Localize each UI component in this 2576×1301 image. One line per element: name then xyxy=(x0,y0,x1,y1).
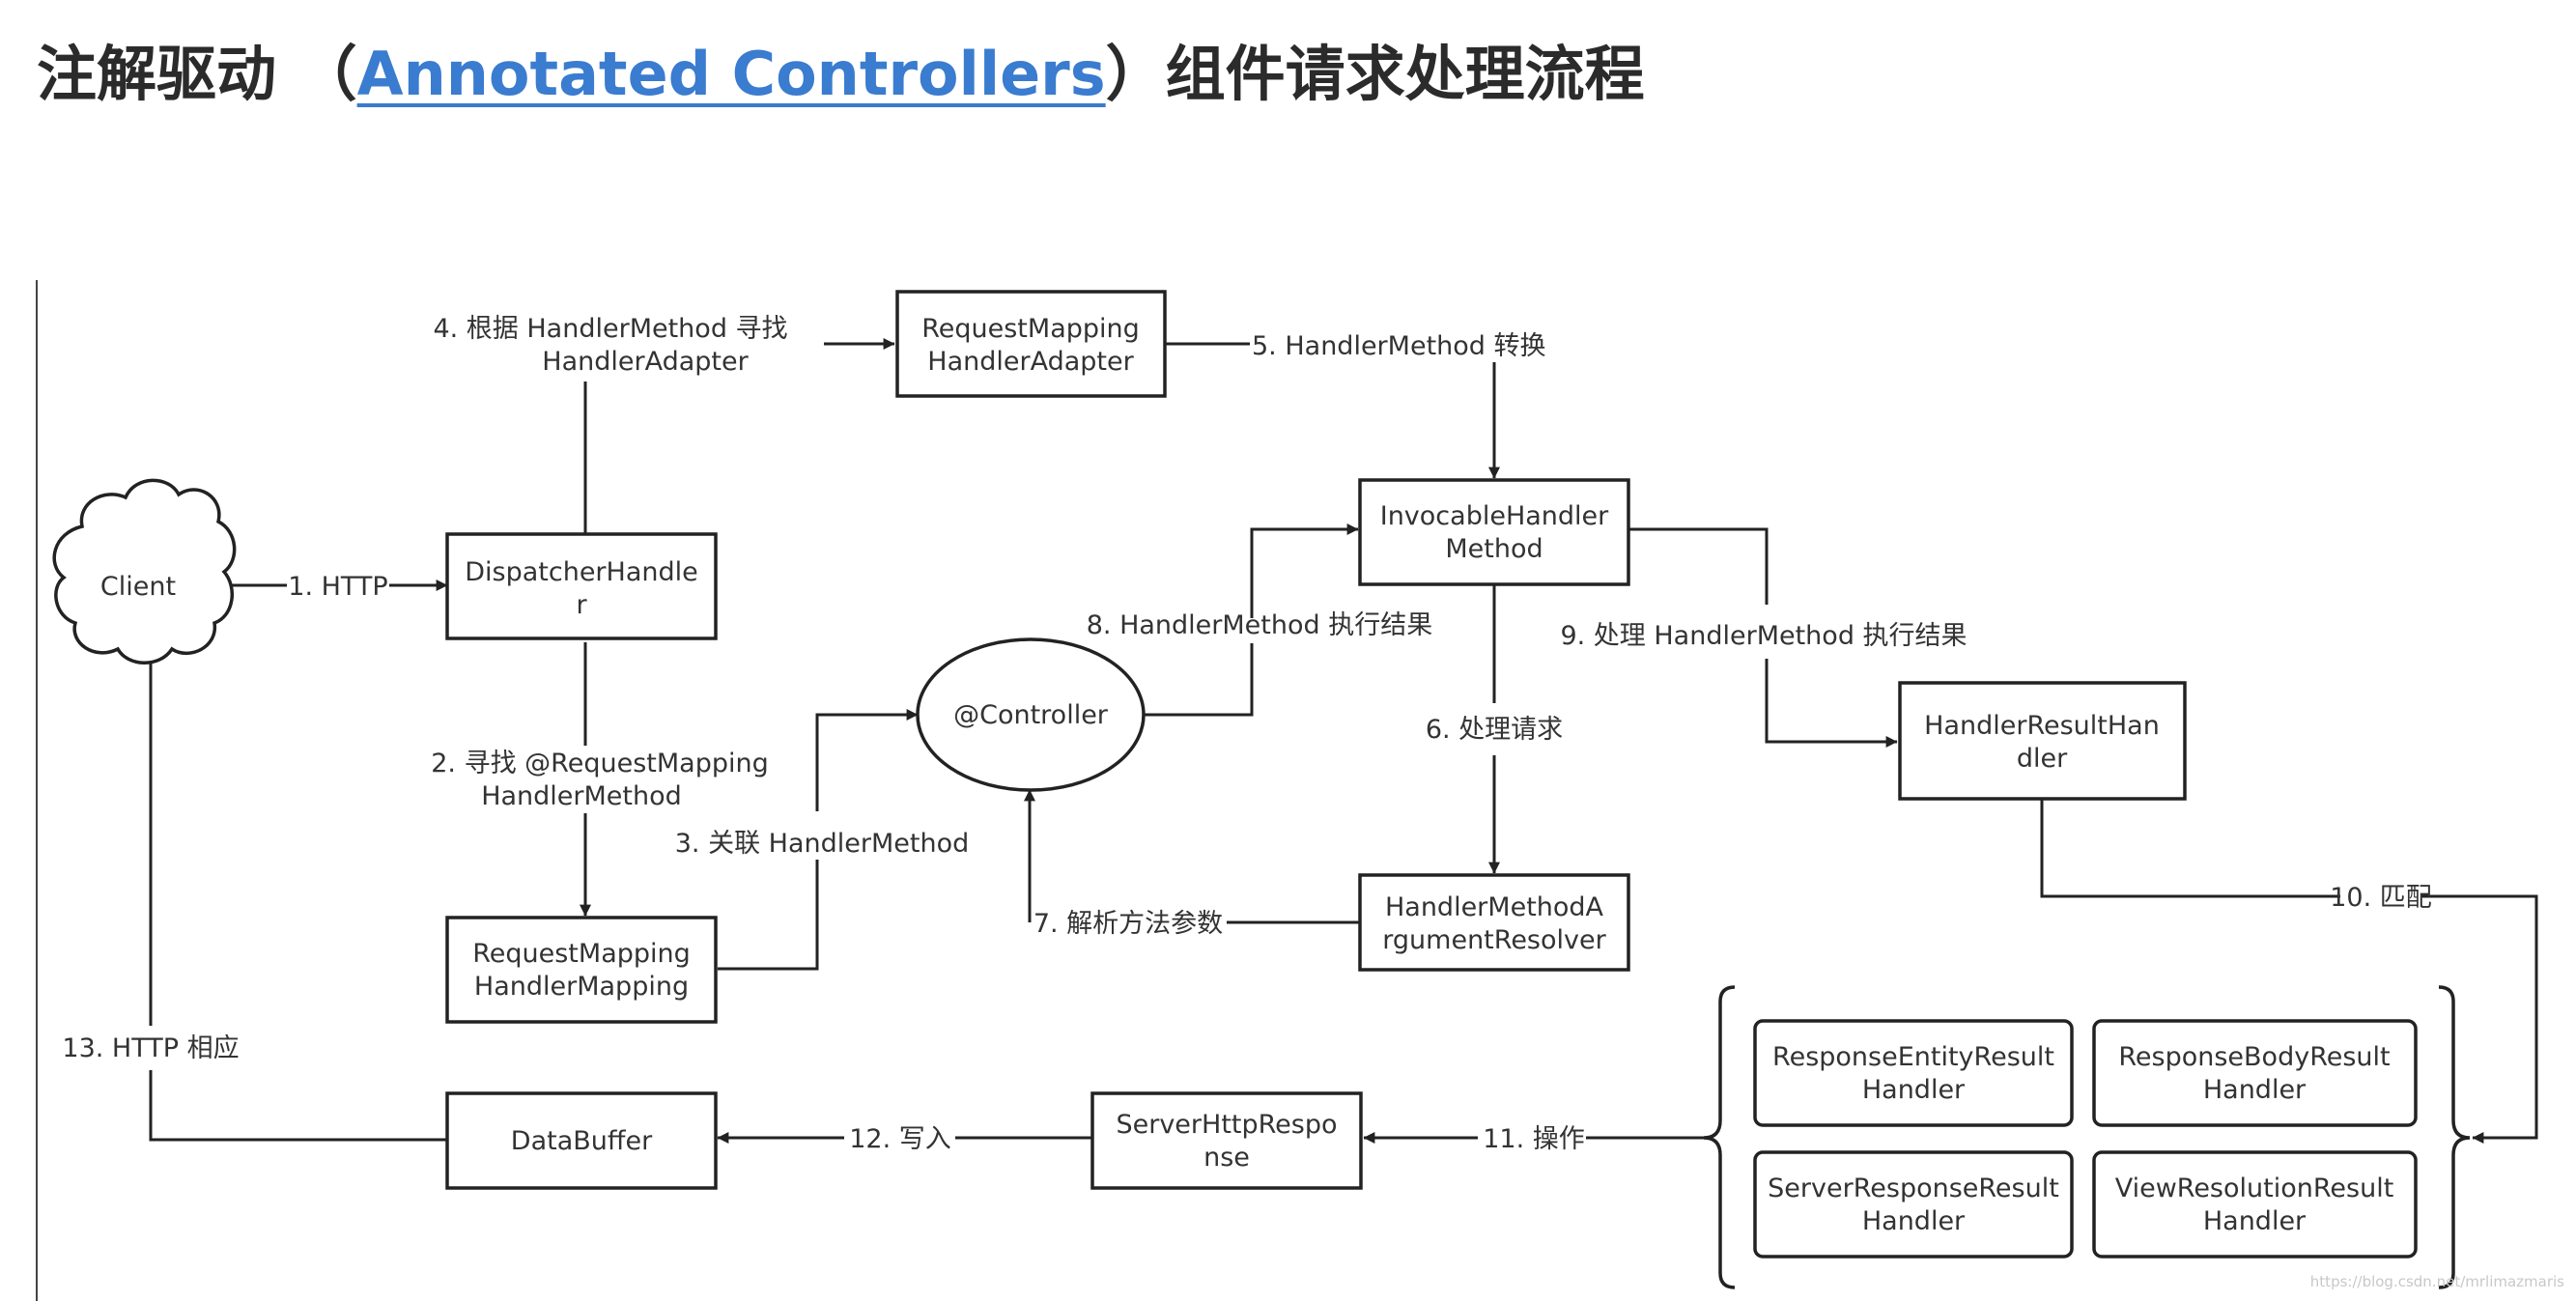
rm-handler-mapping-node: RequestMapping HandlerMapping xyxy=(445,916,718,1024)
handler-group-brace-right xyxy=(2438,985,2471,1289)
cloud-icon xyxy=(52,478,237,665)
edge-2-label-2: HandlerMethod xyxy=(481,781,682,811)
result-handler-label-2: dler xyxy=(2017,744,2068,774)
view-resolution-label-2: Handler xyxy=(2203,1206,2307,1236)
edge-3-line xyxy=(718,715,918,971)
response-body-result-handler-node: ResponseBodyResult Handler xyxy=(2092,1019,2418,1127)
dispatcher-label-2: r xyxy=(576,590,587,620)
edge-6-label: 6. 处理请求 xyxy=(1426,715,1563,745)
edge-13-line xyxy=(151,645,447,1142)
edge-10-label: 10. 匹配 xyxy=(2330,883,2432,913)
controller-label: @Controller xyxy=(953,700,1109,730)
edge-9-label: 9. 处理 HandlerMethod 执行结果 xyxy=(1560,621,1967,651)
response-entity-result-handler-node: ResponseEntityResult Handler xyxy=(1753,1019,2074,1127)
title-suffix: ）组件请求处理流程 xyxy=(1105,39,1645,109)
edge-7-label: 7. 解析方法参数 xyxy=(1033,909,1223,939)
edge-8-line xyxy=(1145,529,1358,717)
handler-group-brace xyxy=(1703,985,1736,1289)
result-handler-label-1: HandlerResultHan xyxy=(1924,711,2160,741)
rm-mapping-label-1: RequestMapping xyxy=(472,939,691,969)
response-body-label-1: ResponseBodyResult xyxy=(2118,1042,2390,1072)
edge-11-label: 11. 操作 xyxy=(1483,1124,1585,1154)
title-prefix: 注解驱动 （ xyxy=(37,39,357,109)
server-response-label-2: Handler xyxy=(1862,1206,1966,1236)
response-body-label-2: Handler xyxy=(2203,1075,2307,1105)
response-entity-label-1: ResponseEntityResult xyxy=(1772,1042,2054,1072)
server-http-response-label-1: ServerHttpRespo xyxy=(1116,1110,1337,1140)
invocable-label-1: InvocableHandler xyxy=(1380,501,1609,531)
server-http-response-label-2: nse xyxy=(1203,1143,1250,1173)
rm-adapter-label-2: HandlerAdapter xyxy=(927,347,1134,377)
data-buffer-label: DataBuffer xyxy=(511,1126,653,1156)
rm-mapping-label-2: HandlerMapping xyxy=(474,972,689,1002)
invocable-handler-method-node: InvocableHandler Method xyxy=(1358,478,1630,586)
watermark: https://blog.csdn.net/mrlimazmaris xyxy=(2310,1273,2564,1290)
edge-13-label: 13. HTTP 相应 xyxy=(62,1033,239,1063)
edge-4-label-1: 4. 根据 HandlerMethod 寻找 xyxy=(433,314,787,344)
edge-8-label: 8. HandlerMethod 执行结果 xyxy=(1087,610,1433,640)
dispatcher-label-1: DispatcherHandle xyxy=(465,557,698,587)
argument-resolver-node: HandlerMethodA rgumentResolver xyxy=(1358,873,1630,972)
invocable-label-2: Method xyxy=(1445,534,1543,564)
server-response-label-1: ServerResponseResult xyxy=(1768,1174,2059,1203)
edge-2-label-1: 2. 寻找 @RequestMapping xyxy=(431,749,768,778)
handler-result-handler-node: HandlerResultHan dler xyxy=(1898,681,2187,801)
edge-10-line xyxy=(2040,800,2538,1138)
page-title: 注解驱动 （Annotated Controllers）组件请求处理流程 xyxy=(37,21,1645,127)
rm-handler-adapter-node: RequestMapping HandlerAdapter xyxy=(895,290,1167,398)
server-http-response-node: ServerHttpRespo nse xyxy=(1090,1091,1363,1190)
view-resolution-label-1: ViewResolutionResult xyxy=(2115,1174,2394,1203)
edge-4-line xyxy=(583,344,894,534)
arg-resolver-label-1: HandlerMethodA xyxy=(1385,892,1604,922)
rm-adapter-label-1: RequestMapping xyxy=(921,314,1140,344)
data-buffer-node: DataBuffer xyxy=(445,1091,718,1190)
edge-12-label: 12. 写入 xyxy=(849,1124,951,1154)
client-label: Client xyxy=(100,572,176,602)
controller-node: @Controller xyxy=(916,637,1146,792)
view-resolution-result-handler-node: ViewResolutionResult Handler xyxy=(2092,1150,2418,1259)
arg-resolver-label-2: rgumentResolver xyxy=(1382,925,1606,955)
edge-9-line xyxy=(1629,527,1897,742)
client-node: Client xyxy=(52,478,237,665)
edge-4-label-2: HandlerAdapter xyxy=(542,347,749,377)
edge-1-label: 1. HTTP xyxy=(288,572,387,602)
edge-3-label: 3. 关联 HandlerMethod xyxy=(675,829,970,859)
server-response-result-handler-node: ServerResponseResult Handler xyxy=(1753,1150,2074,1259)
edge-5-label: 5. HandlerMethod 转换 xyxy=(1252,331,1546,361)
edge-7-line xyxy=(1030,790,1360,924)
dispatcher-handler-node: DispatcherHandle r xyxy=(445,532,718,640)
annotated-controllers-link[interactable]: Annotated Controllers xyxy=(356,39,1106,109)
response-entity-label-2: Handler xyxy=(1862,1075,1966,1105)
controller-ellipse xyxy=(916,637,1146,792)
